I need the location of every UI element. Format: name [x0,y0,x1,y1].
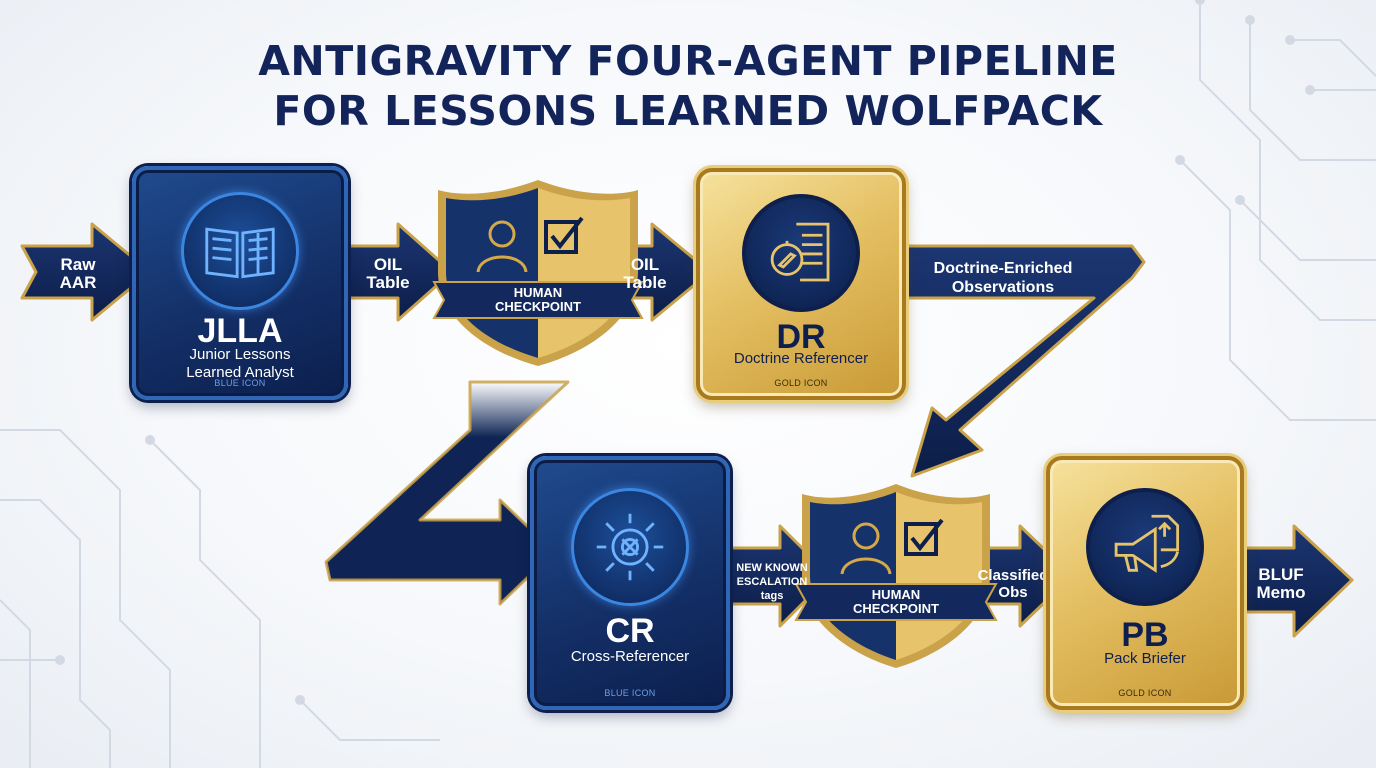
label-escalation-tags: NEW KNOWN ESCALATION tags [736,562,808,602]
agent-card-jlla[interactable]: JLLA Junior Lessons Learned Analyst BLUE… [132,166,348,400]
agent-card-dr[interactable]: DR Doctrine Referencer GOLD ICON [696,168,906,400]
checkpoint-ribbon-1 [432,281,644,319]
compass-scroll-icon [742,194,860,312]
book-icon [181,192,299,310]
arrow-raw-aar [20,222,152,322]
agent-card-pb[interactable]: PB Pack Briefer GOLD ICON [1046,456,1244,710]
icon-tag: BLUE ICON [604,688,656,698]
checkpoint-label-2: HUMAN CHECKPOINT [853,587,939,616]
human-checkpoint-shield-1 [432,180,644,366]
gear-network-icon [571,488,689,606]
megaphone-icon [1086,488,1204,606]
agent-code: CR [605,612,655,650]
arrow-bluf-memo [1234,524,1354,638]
label-oil-table-1: OIL Table [366,255,410,292]
agent-card-cr[interactable]: CR Cross-Referencer BLUE ICON [530,456,730,710]
checkpoint-label-1: HUMAN CHECKPOINT [495,285,581,314]
title-line-1: ANTIGRAVITY FOUR-AGENT PIPELINE [258,37,1118,85]
agent-name: Cross-Referencer [570,648,690,665]
agent-code: DR [776,318,826,356]
check-box-icon [544,216,584,254]
arrow-z-connector [324,380,570,606]
page-title: ANTIGRAVITY FOUR-AGENT PIPELINE FOR LESS… [0,36,1376,136]
person-icon [476,220,528,273]
person-icon [840,522,892,575]
label-classified-obs: Classified Obs [977,567,1049,601]
label-oil-table-2: OIL Table [623,255,667,292]
label-raw-aar: Raw AAR [59,255,97,292]
icon-tag: GOLD ICON [774,378,828,388]
label-bluf-memo: BLUF Memo [1256,565,1306,602]
agent-name: Pack Briefer [1104,650,1186,667]
icon-tag: GOLD ICON [1118,688,1172,698]
agent-code: JLLA [197,312,283,350]
label-doctrine-observations: Doctrine-Enriched Observations [933,260,1073,296]
checkpoint-ribbon-2 [794,583,998,621]
check-box-icon [904,518,944,556]
arrow-doctrine-observations [900,244,1146,478]
icon-tag: BLUE ICON [214,378,266,388]
agent-code: PB [1121,616,1169,654]
human-checkpoint-shield-2 [794,484,998,668]
agent-name: Junior Lessons Learned Analyst [186,346,294,381]
title-line-2: FOR LESSONS LEARNED WOLFPACK [273,87,1103,135]
agent-name: Doctrine Referencer [733,350,869,367]
